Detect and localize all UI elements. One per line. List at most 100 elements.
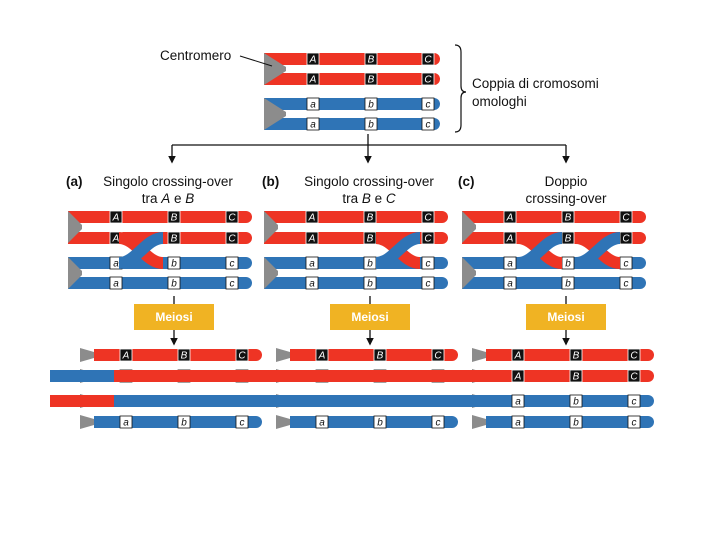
gene-label: a bbox=[309, 279, 315, 290]
crossover-strand-blue bbox=[516, 232, 564, 269]
centromere bbox=[264, 211, 278, 243]
gene-label: C bbox=[424, 75, 432, 86]
gene-label: c bbox=[426, 259, 431, 270]
gene-label: C bbox=[238, 351, 246, 362]
centromere bbox=[264, 257, 278, 289]
gene-box bbox=[305, 256, 319, 270]
gene-label: c bbox=[230, 279, 235, 290]
gene-label: B bbox=[377, 351, 384, 362]
gene-label: B bbox=[367, 213, 374, 224]
gene-box bbox=[627, 415, 641, 429]
gene-box bbox=[167, 210, 181, 224]
panel-title-line2: tra A e B bbox=[142, 191, 195, 206]
gene-label: c bbox=[632, 418, 637, 429]
product-chromosomes: ABCabcABCabc bbox=[50, 348, 262, 429]
gene-box bbox=[627, 348, 641, 362]
gene-box bbox=[421, 256, 435, 270]
gene-label: C bbox=[424, 213, 432, 224]
branch-arrows bbox=[168, 134, 570, 164]
centromere bbox=[264, 53, 286, 85]
gene-label: c bbox=[426, 100, 431, 111]
gene-label: B bbox=[171, 234, 178, 245]
gene-box bbox=[421, 231, 435, 245]
gene-label: A bbox=[112, 234, 120, 245]
gene-label: a bbox=[507, 259, 513, 270]
gene-label: C bbox=[434, 351, 442, 362]
crossover-strand-blue bbox=[574, 232, 622, 269]
gene-box bbox=[167, 231, 181, 245]
gene-label: a bbox=[309, 259, 315, 270]
gene-label: c bbox=[230, 259, 235, 270]
gene-label: c bbox=[624, 259, 629, 270]
gene-label: a bbox=[113, 279, 119, 290]
gene-box bbox=[109, 210, 123, 224]
gene-label: b bbox=[367, 279, 373, 290]
gene-box bbox=[364, 52, 378, 66]
gene-box bbox=[235, 415, 249, 429]
gene-box bbox=[167, 276, 181, 290]
gene-label: C bbox=[630, 372, 638, 383]
gene-label: A bbox=[309, 75, 317, 86]
gene-box bbox=[225, 231, 239, 245]
centromere bbox=[80, 415, 94, 429]
gene-label: b bbox=[368, 100, 374, 111]
panel-title-line2: crossing-over bbox=[525, 191, 607, 206]
gene-label: c bbox=[426, 279, 431, 290]
gene-box bbox=[235, 348, 249, 362]
panel-title-line1: Doppio bbox=[545, 174, 588, 189]
panel-letter: (c) bbox=[458, 174, 475, 189]
gene-label: c bbox=[624, 279, 629, 290]
gene-box bbox=[511, 415, 525, 429]
centromere bbox=[472, 348, 486, 362]
gene-box bbox=[627, 369, 641, 383]
gene-label: C bbox=[622, 213, 630, 224]
pair-label-line1: Coppia di cromosomi bbox=[472, 76, 599, 91]
gene-box bbox=[569, 369, 583, 383]
centromere bbox=[80, 348, 94, 362]
gene-label: A bbox=[308, 234, 316, 245]
gene-label: A bbox=[506, 213, 514, 224]
gene-box bbox=[569, 348, 583, 362]
gene-label: c bbox=[632, 397, 637, 408]
gene-box bbox=[619, 276, 633, 290]
gene-label: B bbox=[181, 351, 188, 362]
gene-box bbox=[315, 348, 329, 362]
gene-label: b bbox=[367, 259, 373, 270]
gene-box bbox=[306, 52, 320, 66]
crossover-strand-blue bbox=[117, 232, 165, 269]
gene-box bbox=[305, 231, 319, 245]
pair-bracket bbox=[454, 44, 467, 133]
gene-label: b bbox=[565, 259, 571, 270]
gene-box bbox=[225, 210, 239, 224]
gene-box bbox=[511, 369, 525, 383]
gene-box bbox=[364, 97, 378, 111]
gene-label: C bbox=[622, 234, 630, 245]
gene-box bbox=[561, 276, 575, 290]
gene-box bbox=[569, 394, 583, 408]
gene-box bbox=[109, 276, 123, 290]
gene-box bbox=[177, 348, 191, 362]
centromere bbox=[264, 98, 286, 130]
gene-label: a bbox=[515, 418, 521, 429]
gene-box bbox=[503, 276, 517, 290]
gene-box bbox=[305, 276, 319, 290]
gene-box bbox=[177, 415, 191, 429]
gene-box bbox=[364, 117, 378, 131]
gene-label: c bbox=[426, 120, 431, 131]
gene-label: a bbox=[310, 120, 316, 131]
gene-label: b bbox=[573, 397, 579, 408]
gene-label: B bbox=[573, 372, 580, 383]
